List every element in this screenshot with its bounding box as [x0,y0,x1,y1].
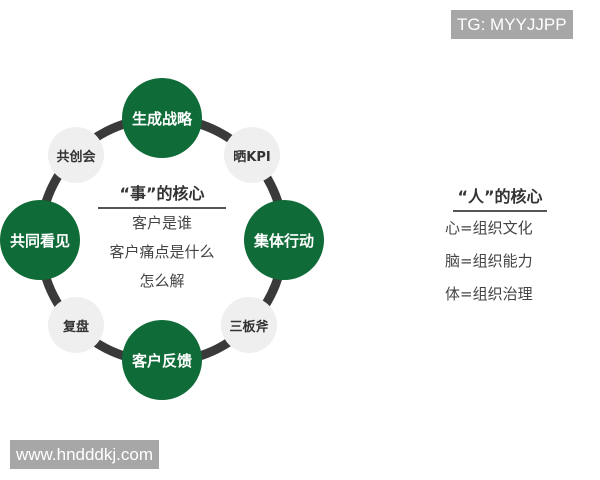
node-collective-action: 集体行动 [244,200,324,280]
right-line: 脑=组织能力 [445,252,533,270]
node-shared-vision: 共同看见 [0,200,80,280]
node-co-creation: 共创会 [48,127,104,183]
watermark-bottom-left: www.hndddkj.com [10,440,160,469]
node-kpi: 晒KPI [224,127,280,183]
node-three-axes: 三板斧 [221,297,277,353]
center-block: “事”的核心 客户是谁 客户痛点是什么 怎么解 [94,180,230,296]
node-label: 晒KPI [233,149,271,165]
right-line: 心=组织文化 [445,219,533,237]
node-review: 复盘 [48,297,104,353]
node-label: 共同看见 [9,231,70,250]
right-title: “人”的核心 [453,183,547,212]
node-label: 复盘 [62,319,89,335]
node-label: 客户反馈 [131,351,192,370]
node-label: 生成战略 [131,109,192,128]
right-line: 体=组织治理 [445,285,533,303]
center-line: 怎么解 [139,272,185,290]
node-label: 集体行动 [253,231,314,250]
center-line: 客户是谁 [131,214,192,232]
node-label: 三板斧 [229,319,269,335]
node-generate-strategy: 生成战略 [122,78,202,158]
center-line: 客户痛点是什么 [109,243,215,261]
watermark-top-right: TG: MYYJJPP [451,10,573,39]
right-block: “人”的核心 心=组织文化 脑=组织能力 体=组织治理 [445,183,555,311]
node-label: 共创会 [56,149,96,165]
center-title: “事”的核心 [98,180,226,209]
node-customer-feedback: 客户反馈 [122,320,202,400]
